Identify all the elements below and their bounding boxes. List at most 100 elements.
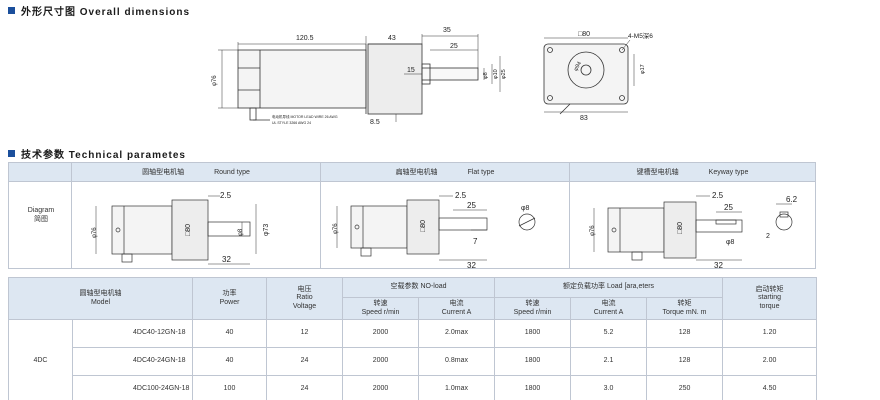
noload-current-cell: 2.0max <box>417 319 496 348</box>
load-current-cell: 2.1 <box>570 347 648 376</box>
section-marker-icon <box>8 150 15 157</box>
dim-phi8-label: φ8 <box>483 72 489 79</box>
group-cell: 4DC <box>8 319 73 400</box>
flat-dim-80: □80 <box>420 220 427 232</box>
noload-current-cell: 1.0max <box>417 375 496 400</box>
starting-torque-header: 启动转矩 starting torque <box>722 277 818 320</box>
front-pcd-label: φ94 <box>573 61 583 72</box>
round-dim-2-5: 2.5 <box>220 191 232 200</box>
flat-dim-2-5: 2.5 <box>455 191 467 200</box>
load-header: 额定负载功率 Load [ara,eters <box>494 277 724 298</box>
type-head-keyway: 键槽型电机轴 Keyway type <box>569 162 816 182</box>
starting-torque-cell: 4.50 <box>722 375 818 400</box>
keyway-dim-2: 2 <box>766 233 770 240</box>
diagram-label-cn: 简图 <box>34 216 48 224</box>
noload-speed-cell: 2000 <box>342 375 419 400</box>
front-square-label: □80 <box>578 31 590 38</box>
dim-43-label: 43 <box>388 35 396 42</box>
keyway-type-drawing: 2.5 25 □80 φ76 φ8 32 6.2 2 <box>590 191 798 270</box>
shaft-type-table: 圆轴型电机轴 Round type 扁轴型电机轴 Flat type 键槽型电机… <box>8 162 816 270</box>
round-dim-76: φ76 <box>92 227 98 238</box>
keyway-dim-80: □80 <box>677 222 684 234</box>
table-row: 4DC40-24GN-18 40 24 2000 0.8max 1800 2.1… <box>9 347 818 376</box>
round-type-cell: 2.5 □80 φ76 φ73 φ8 32 <box>71 182 321 269</box>
flat-dim-25: 25 <box>467 201 476 210</box>
overall-dimensions-title: 外形尺寸图 Overall dimensions <box>21 7 191 18</box>
type-head-round: 圆轴型电机轴 Round type <box>71 162 321 182</box>
noload-speed-header: 转速 Speed r/min <box>342 297 419 320</box>
round-dim-8: φ8 <box>238 228 244 236</box>
noload-current-header: 电流 Current A <box>417 297 496 320</box>
keyway-dim-76: φ76 <box>590 225 596 236</box>
front-view-drawing: □80 4-M5深6 φ94 φ17 83 <box>543 31 653 122</box>
dim-25-label: 25 <box>450 43 458 50</box>
round-dim-32: 32 <box>222 255 231 264</box>
keyway-type-cell: 2.5 25 □80 φ76 φ8 32 6.2 2 <box>569 182 816 270</box>
starting-torque-cell: 1.20 <box>722 319 818 348</box>
flat-dim-7: 7 <box>473 237 478 246</box>
keyway-type-cn: 键槽型电机轴 <box>636 169 679 176</box>
dim-phi10-label: φ10 <box>493 69 499 79</box>
power-cell: 100 <box>192 375 267 400</box>
overall-dimensions-heading: 外形尺寸图 Overall dimensions <box>8 3 190 18</box>
dim-8-5-label: 8.5 <box>370 119 380 126</box>
model-header: 圆轴型电机轴 Model <box>8 277 193 320</box>
type-head-flat: 扁轴型电机轴 Flat type <box>320 162 570 182</box>
noload-speed-cell: 2000 <box>342 347 419 376</box>
flat-dim-76: φ76 <box>333 223 339 234</box>
technical-parameters-heading: 技术参数 Technical parametes <box>8 146 186 161</box>
model-cell: 4DC40-12GN-18 <box>72 319 193 348</box>
technical-parameter-table: 圆轴型电机轴 Model 功率 Power 电压 Ratio Voltage 空… <box>8 277 818 400</box>
round-dim-73: φ73 <box>263 224 270 236</box>
keyway-type-en: Keyway type <box>708 168 749 176</box>
power-cell: 40 <box>192 319 267 348</box>
dim-15-label: 15 <box>407 67 415 74</box>
technical-parameters-title: 技术参数 Technical parametes <box>21 150 186 161</box>
front-holes-label: 4-M5深6 <box>628 31 653 40</box>
dim-35-label: 35 <box>443 27 451 34</box>
section-marker-icon <box>8 7 15 14</box>
load-current-header: 电流 Current A <box>570 297 648 320</box>
round-type-en: Round type <box>214 168 250 176</box>
lead-wire-note: 电动机导线 MOTOR LEAD WIRE 26 AWG <box>272 114 338 119</box>
voltage-cell: 24 <box>266 347 343 376</box>
keyway-dim-25: 25 <box>724 203 733 212</box>
noload-header: 空载参数 NO-load <box>341 277 496 298</box>
noload-speed-cell: 2000 <box>342 319 419 348</box>
voltage-cell: 12 <box>266 319 343 348</box>
flat-type-cn: 扁轴型电机轴 <box>395 169 438 176</box>
keyway-dim-2-5: 2.5 <box>712 191 724 200</box>
diagram-label-en: Diagram <box>27 207 55 214</box>
flat-dim-32: 32 <box>467 261 476 268</box>
power-cell: 40 <box>192 347 267 376</box>
round-dim-80: □80 <box>185 224 192 236</box>
table-row: 4DC 4DC40-12GN-18 40 12 2000 2.0max 1800… <box>8 319 818 400</box>
load-speed-cell: 1800 <box>494 375 572 400</box>
dim-total-label: 120.5 <box>296 35 314 42</box>
load-current-cell: 5.2 <box>570 319 648 348</box>
load-speed-header: 转速 Speed r/min <box>494 297 572 320</box>
type-head-blank <box>8 162 72 182</box>
lead-wire-style-note: UL STYLE 3266 AWG 24 <box>272 121 311 125</box>
dim-phi76-label: φ76 <box>212 75 218 86</box>
round-type-cn: 圆轴型电机轴 <box>142 169 185 176</box>
voltage-header: 电压 Ratio Voltage <box>266 277 343 320</box>
power-header: 功率 Power <box>192 277 267 320</box>
side-view-drawing: 120.5 43 35 25 15 8.5 φ76 φ8 φ10 φ25 电动机… <box>212 27 507 126</box>
voltage-cell: 24 <box>266 375 343 400</box>
flat-type-drawing: 2.5 25 □80 φ76 7 32 φ8 <box>333 191 536 270</box>
keyway-dim-8: φ8 <box>726 239 735 246</box>
keyway-dim-6-2: 6.2 <box>786 195 798 204</box>
keyway-dim-32: 32 <box>714 261 723 268</box>
load-speed-cell: 1800 <box>494 347 572 376</box>
front-width-label: 83 <box>580 115 588 122</box>
torque-cell: 250 <box>646 375 724 400</box>
diagram-label-cell: Diagram 简图 <box>8 182 72 269</box>
model-cell: 4DC40-24GN-18 <box>72 347 193 376</box>
dim-phi25-label: φ25 <box>501 69 507 79</box>
flat-dim-phi8: φ8 <box>521 205 530 212</box>
model-cell: 4DC100-24GN-18 <box>72 375 193 400</box>
torque-cell: 128 <box>646 347 724 376</box>
flat-type-en: Flat type <box>467 168 495 176</box>
starting-torque-cell: 2.00 <box>722 347 818 376</box>
